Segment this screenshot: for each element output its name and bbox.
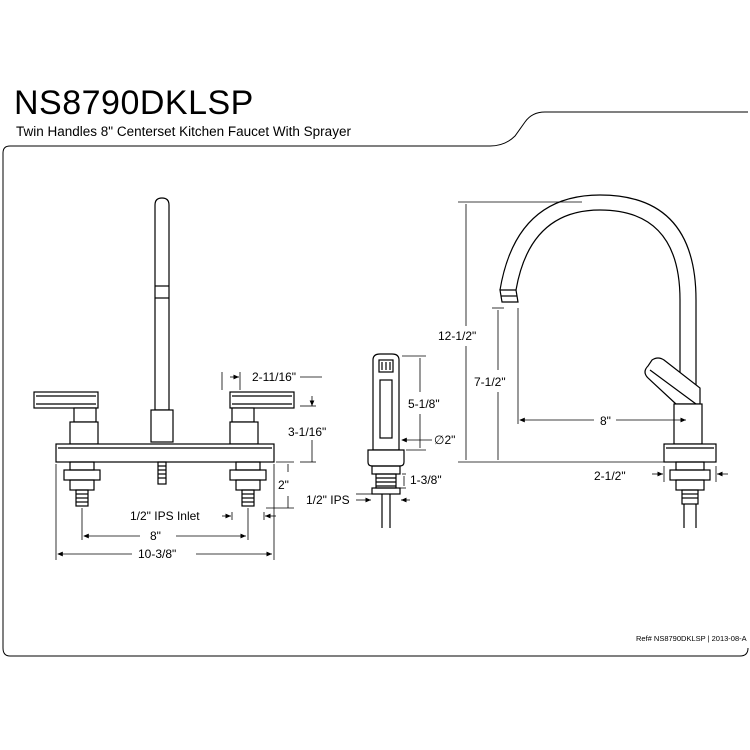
dim-spout-reach: 8" — [600, 414, 611, 428]
model-number: NS8790DKLSP — [14, 84, 254, 122]
dim-total-height: 12-1/2" — [438, 329, 476, 343]
side-view-faucet — [499, 194, 717, 528]
dim-handle-height: 3-1/16" — [288, 425, 326, 439]
sprayer-dimensions — [356, 355, 432, 503]
side-dimensions — [458, 201, 728, 482]
dim-spout-height: 7-1/2" — [474, 375, 506, 389]
dim-base-height: 2-1/2" — [594, 469, 626, 483]
dim-sprayer-diameter: ∅2" — [434, 433, 455, 447]
product-description: Twin Handles 8" Centerset Kitchen Faucet… — [16, 124, 351, 139]
dim-shank-length: 2" — [278, 478, 289, 492]
reference-code: Ref# NS8790DKLSP | 2013-08-A — [636, 634, 747, 643]
sprayer — [367, 353, 405, 528]
dim-sprayer-ips: 1/2" IPS — [306, 493, 350, 507]
dim-overall-width: 10-3/8" — [138, 547, 176, 561]
front-dimensions — [55, 372, 322, 560]
front-view-faucet — [33, 197, 295, 507]
sheet-border — [10, 111, 748, 147]
dim-handle-spacing: 2-11/16" — [252, 370, 296, 384]
dim-sprayer-length: 5-1/8" — [408, 397, 440, 411]
dim-sprayer-shank: 1-3/8" — [410, 473, 442, 487]
dim-centers: 8" — [150, 529, 161, 543]
dim-inlet: 1/2" IPS Inlet — [130, 509, 200, 523]
